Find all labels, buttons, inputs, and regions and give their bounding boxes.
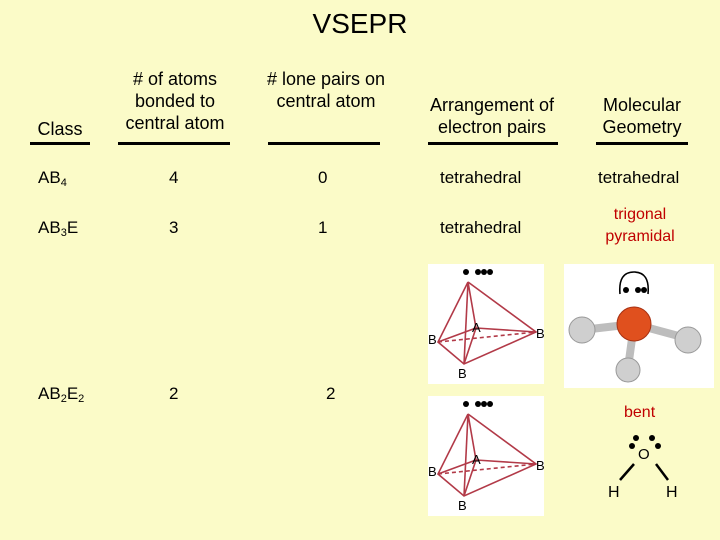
tetrahedron-ab3e-panel: A B B B	[428, 264, 545, 384]
row-ab4-class: AB4	[38, 168, 67, 189]
lone-pair-dot	[633, 435, 639, 441]
water-diagram: O H H	[596, 432, 706, 512]
lone-pair-dot	[623, 287, 629, 293]
lone-pair-lobe	[618, 271, 650, 295]
header-class: Class	[37, 119, 83, 139]
central-atom-label: A	[472, 452, 481, 467]
row-ab3e-arrangement: tetrahedral	[440, 218, 522, 237]
lone-pair-dot	[475, 269, 481, 275]
hydrogen-label-left: H	[608, 484, 620, 501]
ball-stick-svg	[568, 271, 702, 383]
bonded-atom-label-left: B	[428, 332, 437, 347]
lone-pair-dot	[463, 269, 469, 275]
lone-pair-dot	[481, 401, 487, 407]
row-ab2e2-bonded: 2	[169, 384, 179, 403]
tetrahedron-ab3e-svg	[437, 269, 538, 365]
tetrahedron-ab3e-edges	[437, 281, 538, 365]
central-atom	[616, 306, 652, 342]
row-ab4-arrangement: tetrahedral	[440, 168, 522, 187]
bonded-atom-label-bottom: B	[458, 366, 467, 381]
row-ab2e2-lone: 2	[326, 384, 336, 403]
header-lone-pairs: # lone pairs on central atom	[266, 69, 386, 111]
lone-pair-dot	[629, 443, 635, 449]
row-ab3e-geometry: trigonal pyramidal	[605, 206, 675, 245]
row-ab2e2-class: AB2E2	[38, 384, 85, 405]
row-ab4-geometry: tetrahedral	[598, 168, 680, 187]
header-atoms-bonded: # of atoms bonded to central atom	[125, 69, 225, 133]
page-title: VSEPR	[312, 8, 408, 39]
oxygen-label: O	[638, 446, 650, 463]
header-arrangement: Arrangement of electron pairs	[429, 95, 555, 137]
row-ab3e-lone: 1	[318, 218, 328, 237]
lone-pair-dot	[635, 287, 641, 293]
lone-pair-dot	[481, 269, 487, 275]
header-rule-class	[30, 142, 90, 145]
bonded-atom-label-left: B	[428, 464, 437, 479]
tetrahedron-ab2e2-svg	[437, 401, 538, 497]
lone-pair-dot	[475, 401, 481, 407]
lone-pair-dot	[655, 443, 661, 449]
row-ab4-bonded: 4	[169, 168, 179, 187]
bonded-atom-label-right: B	[536, 458, 545, 473]
header-rule-bonded	[118, 142, 230, 145]
central-atom-label: A	[472, 320, 481, 335]
lone-pair-dot	[649, 435, 655, 441]
row-ab3e-bonded: 3	[169, 218, 179, 237]
water-svg	[619, 435, 669, 481]
lone-pair-dot	[463, 401, 469, 407]
tetrahedron-ab2e2-panel: A B B B	[428, 396, 545, 516]
lone-pair-dot	[487, 269, 493, 275]
ball-stick-panel	[564, 264, 714, 388]
bonded-atom-label-bottom: B	[458, 498, 467, 513]
outer-atom-bottom	[615, 357, 641, 383]
bond-left	[619, 463, 635, 481]
row-ab4-lone: 0	[318, 168, 328, 187]
lone-pair-dot	[641, 287, 647, 293]
row-ab3e-class: AB3E	[38, 218, 79, 239]
header-rule-lone	[268, 142, 380, 145]
outer-atom-right	[674, 326, 702, 354]
bonded-atom-label-right: B	[536, 326, 545, 341]
tetrahedron-ab2e2-edges	[437, 413, 538, 497]
header-rule-geometry	[596, 142, 688, 145]
header-rule-arrangement	[428, 142, 558, 145]
row-ab2e2-geometry: bent	[624, 404, 656, 421]
header-geometry: Molecular Geometry	[602, 95, 682, 137]
hydrogen-label-right: H	[666, 484, 678, 501]
outer-atom-left	[568, 316, 596, 344]
lone-pair-dot	[487, 401, 493, 407]
bond-right	[655, 463, 669, 481]
